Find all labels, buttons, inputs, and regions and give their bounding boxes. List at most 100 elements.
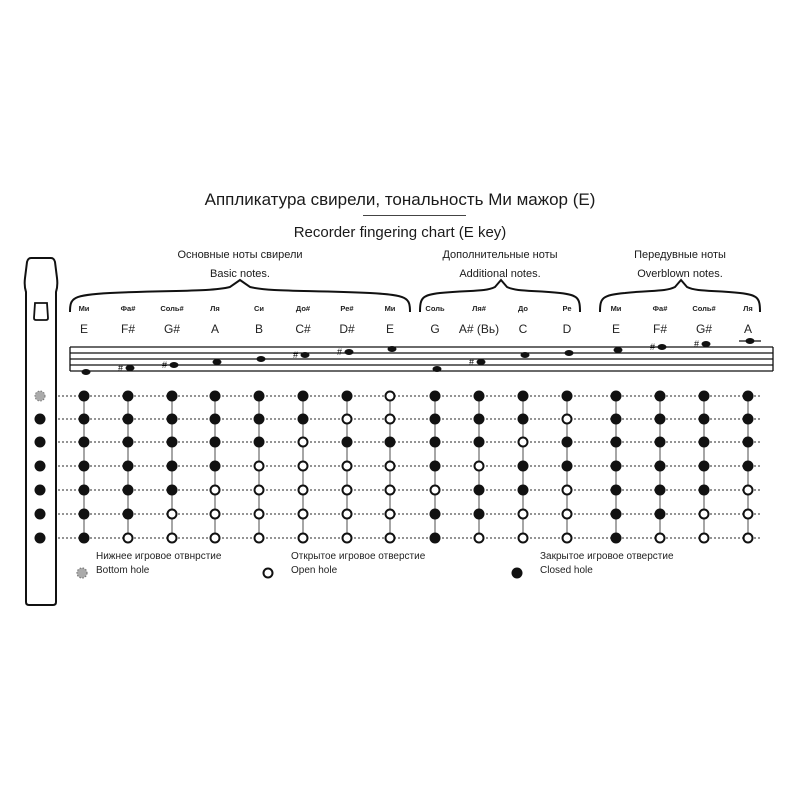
closed-hole-icon <box>429 390 441 402</box>
closed-hole-icon <box>610 413 622 425</box>
open-hole-icon <box>122 532 134 544</box>
closed-hole-icon <box>429 436 441 448</box>
note-name-en: A <box>743 322 752 336</box>
note-head <box>300 352 310 358</box>
open-hole-icon <box>561 508 573 520</box>
note-name-en: C# <box>295 322 311 336</box>
open-hole-icon <box>297 508 309 520</box>
note-name-ru: Соль <box>425 304 445 313</box>
note-name-ru: Ля <box>743 304 753 313</box>
open-hole-icon <box>698 508 710 520</box>
note-head <box>81 369 91 375</box>
group-name-ru: Основные ноты свирели <box>177 249 303 261</box>
note-head <box>564 350 574 356</box>
note-name-en: G# <box>695 322 712 336</box>
note-head <box>701 341 711 347</box>
note-name-en: E <box>611 322 620 336</box>
closed-hole-icon <box>166 413 178 425</box>
closed-hole-icon <box>166 436 178 448</box>
closed-hole-icon <box>297 413 309 425</box>
recorder-finger-hole <box>34 484 46 496</box>
closed-hole-icon <box>561 390 573 402</box>
closed-hole-icon <box>122 390 134 402</box>
closed-hole-icon <box>78 436 90 448</box>
open-hole-icon <box>561 484 573 496</box>
closed-hole-icon <box>78 508 90 520</box>
note-name-en: G# <box>163 322 180 336</box>
open-hole-icon <box>473 460 485 472</box>
open-hole-icon <box>384 532 396 544</box>
closed-hole-icon <box>473 413 485 425</box>
closed-hole-icon <box>473 436 485 448</box>
closed-hole-icon <box>610 460 622 472</box>
group-name-en: Basic notes. <box>210 268 270 280</box>
closed-hole-icon <box>78 390 90 402</box>
open-hole-icon <box>297 460 309 472</box>
closed-hole-icon <box>166 484 178 496</box>
open-hole-icon <box>166 508 178 520</box>
note-name-ru: Фа# <box>120 304 136 313</box>
legend-label-ru: Нижнее игровое отвнрстие <box>96 551 222 562</box>
note-name-en: E <box>79 322 88 336</box>
closed-hole-icon <box>742 390 754 402</box>
closed-hole-icon <box>473 484 485 496</box>
title-underline <box>363 215 466 216</box>
sharp-sign: # <box>469 357 474 367</box>
open-hole-icon <box>209 508 221 520</box>
recorder-window-icon <box>33 302 49 321</box>
note-name-ru: Фа# <box>652 304 668 313</box>
note-head <box>212 359 222 365</box>
note-head <box>344 349 354 355</box>
legend-closed-hole: Закрытое игровое отверстие Closed hole <box>540 551 674 576</box>
note-name-ru: Соль# <box>692 304 716 313</box>
note-name-ru: Ля <box>210 304 220 313</box>
closed-hole-icon <box>429 532 441 544</box>
closed-hole-icon <box>517 484 529 496</box>
open-hole-icon <box>384 460 396 472</box>
note-name-en: C <box>518 322 528 336</box>
open-hole-icon <box>209 532 221 544</box>
group-label-overblown: Передувные ноты Overblown notes. <box>580 246 780 284</box>
legend-label-ru: Закрытое игровое отверстие <box>540 551 674 562</box>
closed-hole-icon <box>122 484 134 496</box>
brace-overblown <box>599 278 761 313</box>
closed-hole-icon <box>561 436 573 448</box>
closed-hole-icon <box>517 413 529 425</box>
closed-hole-icon <box>429 508 441 520</box>
fingering-grid <box>58 390 760 544</box>
closed-hole-icon <box>78 532 90 544</box>
open-hole-icon <box>253 484 265 496</box>
note-head <box>256 356 266 362</box>
note-name-en: A <box>210 322 219 336</box>
closed-hole-icon <box>654 436 666 448</box>
open-hole-icon <box>473 532 485 544</box>
closed-hole-icon <box>473 390 485 402</box>
open-hole-icon <box>384 508 396 520</box>
open-hole-icon <box>561 413 573 425</box>
legend-label-en: Bottom hole <box>96 565 150 576</box>
closed-hole-icon <box>698 484 710 496</box>
note-head <box>657 344 667 350</box>
closed-hole-icon <box>297 390 309 402</box>
closed-hole-icon <box>610 484 622 496</box>
sharp-sign: # <box>118 363 123 373</box>
chart-title-en: Recorder fingering chart (E key) <box>293 224 507 241</box>
closed-hole-icon <box>654 508 666 520</box>
closed-hole-icon <box>341 390 353 402</box>
note-name-en: G <box>430 322 440 336</box>
open-hole-icon <box>341 484 353 496</box>
note-head <box>613 347 623 353</box>
closed-hole-icon <box>654 390 666 402</box>
closed-hole-icon <box>742 460 754 472</box>
legend-open-hole: Открытое игровое отверстие Open hole <box>291 551 425 576</box>
open-hole-icon <box>209 484 221 496</box>
closed-hole-icon <box>253 390 265 402</box>
closed-hole-icon <box>209 390 221 402</box>
open-hole-icon <box>341 532 353 544</box>
note-name-en: F# <box>120 322 135 336</box>
open-hole-icon <box>253 508 265 520</box>
recorder-finger-hole <box>34 508 46 520</box>
open-hole-icon <box>341 460 353 472</box>
closed-hole-icon <box>610 436 622 448</box>
